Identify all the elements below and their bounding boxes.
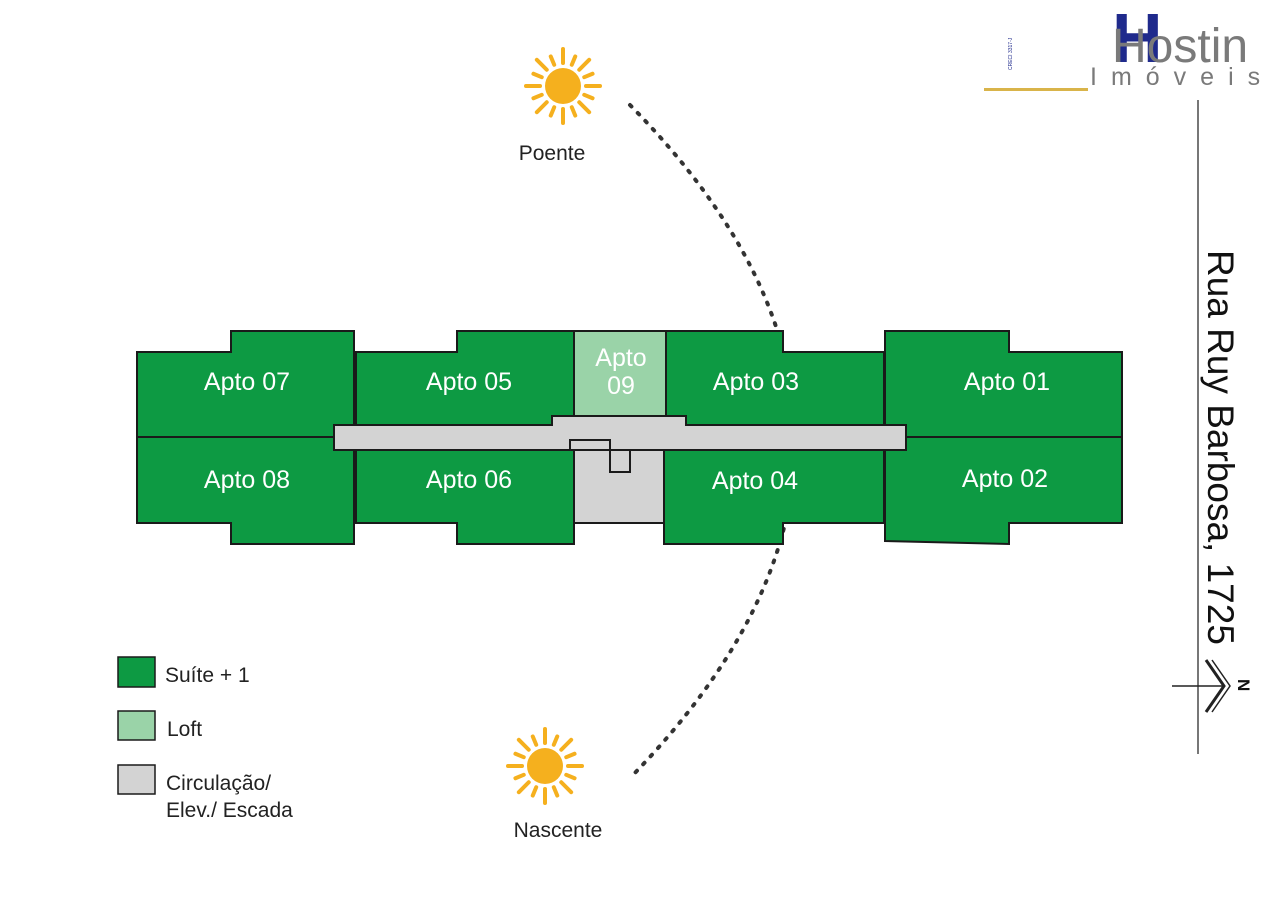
sun-ray xyxy=(534,57,549,72)
label-apto-09-line2: 09 xyxy=(607,372,635,400)
legend-label-loft: Loft xyxy=(167,718,202,741)
sun-ray xyxy=(564,751,577,760)
apto-05 xyxy=(355,330,575,426)
sun-ray xyxy=(559,780,574,795)
brand-name: Hostin xyxy=(1112,20,1248,73)
legend-label-suite: Suíte + 1 xyxy=(165,664,250,687)
legend-label-circulation-line1: Circulação/ xyxy=(166,772,271,795)
sun-ray xyxy=(548,54,557,67)
sun-ray xyxy=(569,54,578,67)
sun-ray xyxy=(548,105,557,118)
sun-ray xyxy=(577,100,592,115)
apto-02 xyxy=(884,436,1123,546)
apartment-labels: Apto 07 Apto 05 Apto 09 Apto 03 Apto 01 … xyxy=(204,344,1050,495)
north-arrow-icon: N xyxy=(1172,659,1253,713)
brand-subtitle: Imóveis xyxy=(1090,63,1274,91)
sun-ray xyxy=(582,92,595,101)
label-apto-07: Apto 07 xyxy=(204,368,290,396)
label-apto-08: Apto 08 xyxy=(204,466,290,494)
label-apto-05: Apto 05 xyxy=(426,368,512,396)
label-apto-01: Apto 01 xyxy=(964,368,1050,396)
sun-ray xyxy=(569,105,578,118)
label-apto-03: Apto 03 xyxy=(713,368,799,396)
sun-ray xyxy=(530,734,539,747)
sun-ray xyxy=(531,71,544,80)
label-apto-02: Apto 02 xyxy=(962,465,1048,493)
street-name: Rua Ruy Barbosa, 1725 xyxy=(1200,250,1241,645)
apto-09 xyxy=(573,330,667,417)
sun-ray xyxy=(564,772,577,781)
sun-ray xyxy=(577,57,592,72)
sun-ray xyxy=(551,734,560,747)
sun-ray xyxy=(513,772,526,781)
sun-ray xyxy=(516,780,531,795)
sun-icon xyxy=(524,47,602,125)
legend: Suíte + 1 Loft Circulação/ Elev./ Escada xyxy=(117,656,293,822)
brand-creci: CRECI 3317-J xyxy=(1008,37,1014,70)
legend-label-circulation-line2: Elev./ Escada xyxy=(166,799,293,822)
sun-label-poente: Poente xyxy=(519,142,586,165)
sun-icon xyxy=(506,727,584,805)
label-apto-09-line1: Apto xyxy=(595,344,646,372)
brand-letter: H xyxy=(1112,0,1163,77)
stair-outline xyxy=(569,439,631,473)
apto-06 xyxy=(355,449,575,545)
north-letter: N xyxy=(1234,679,1253,691)
building-plan xyxy=(136,330,1123,546)
brand-underline xyxy=(984,88,1088,91)
sun-ray xyxy=(551,785,560,798)
sun-disc xyxy=(527,748,563,784)
label-apto-06: Apto 06 xyxy=(426,466,512,494)
sun-disc xyxy=(545,68,581,104)
sun-ray xyxy=(513,751,526,760)
sun-ray xyxy=(582,71,595,80)
sun-ray xyxy=(559,737,574,752)
legend-swatch-suite xyxy=(117,656,156,688)
sun-label-nascente: Nascente xyxy=(514,819,603,842)
label-apto-04: Apto 04 xyxy=(712,467,798,495)
sun-ray xyxy=(530,785,539,798)
sun-ray xyxy=(534,100,549,115)
sun-ray xyxy=(531,92,544,101)
apto-04 xyxy=(663,449,885,545)
legend-swatch-circulation xyxy=(117,764,156,795)
sun-ray xyxy=(516,737,531,752)
apto-08 xyxy=(136,436,355,545)
legend-swatch-loft xyxy=(117,710,156,741)
brand-logo: H CRECI 3317-J Hostin Imóveis xyxy=(984,0,1274,91)
